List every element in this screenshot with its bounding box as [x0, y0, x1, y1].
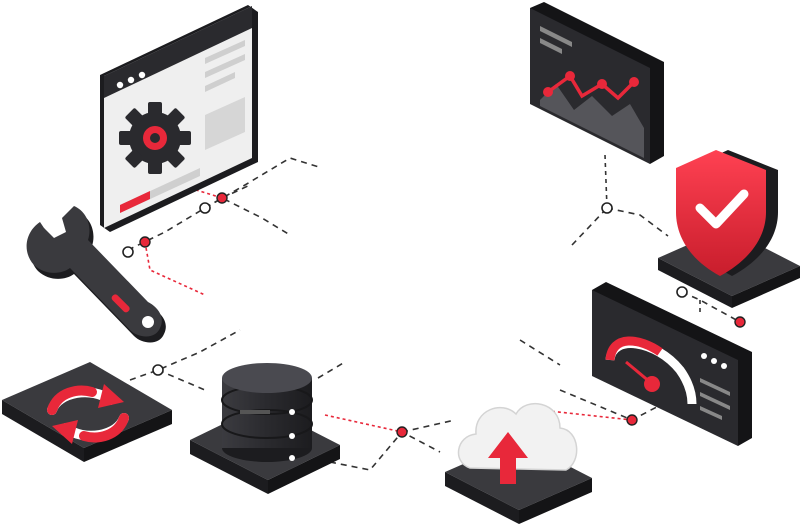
connector-node: [601, 202, 613, 214]
wrench-icon: [26, 206, 166, 343]
connector-node: [199, 202, 211, 214]
speed-gauge-icon: [592, 282, 752, 446]
gear-icon: [119, 102, 191, 174]
connector-line: [571, 207, 608, 246]
connector-line: [401, 419, 456, 433]
connector-line: [329, 430, 441, 471]
connector-line: [519, 339, 561, 366]
database-server-icon: [190, 363, 340, 494]
connector-line: [144, 241, 206, 296]
connector-node: [626, 414, 638, 426]
security-shield-icon: [658, 150, 800, 308]
connector-line: [324, 414, 403, 433]
connector-line: [129, 329, 241, 381]
connector-node: [734, 316, 746, 328]
connector-node: [139, 236, 151, 248]
connector-line: [204, 197, 291, 236]
connector-node: [122, 246, 134, 258]
connector-nodes: [122, 192, 746, 438]
connector-node: [676, 286, 688, 298]
connector-line: [317, 361, 346, 379]
connector-line: [157, 369, 206, 391]
connector-node: [216, 192, 228, 204]
sync-icon: [2, 362, 172, 462]
connector-line: [604, 154, 608, 209]
connector-line: [606, 207, 669, 237]
cloud-upload-icon: [445, 402, 592, 524]
connector-node: [152, 364, 164, 376]
connector-node: [396, 426, 408, 438]
settings-window-icon: [100, 5, 258, 232]
analytics-chart-icon: [530, 2, 664, 164]
